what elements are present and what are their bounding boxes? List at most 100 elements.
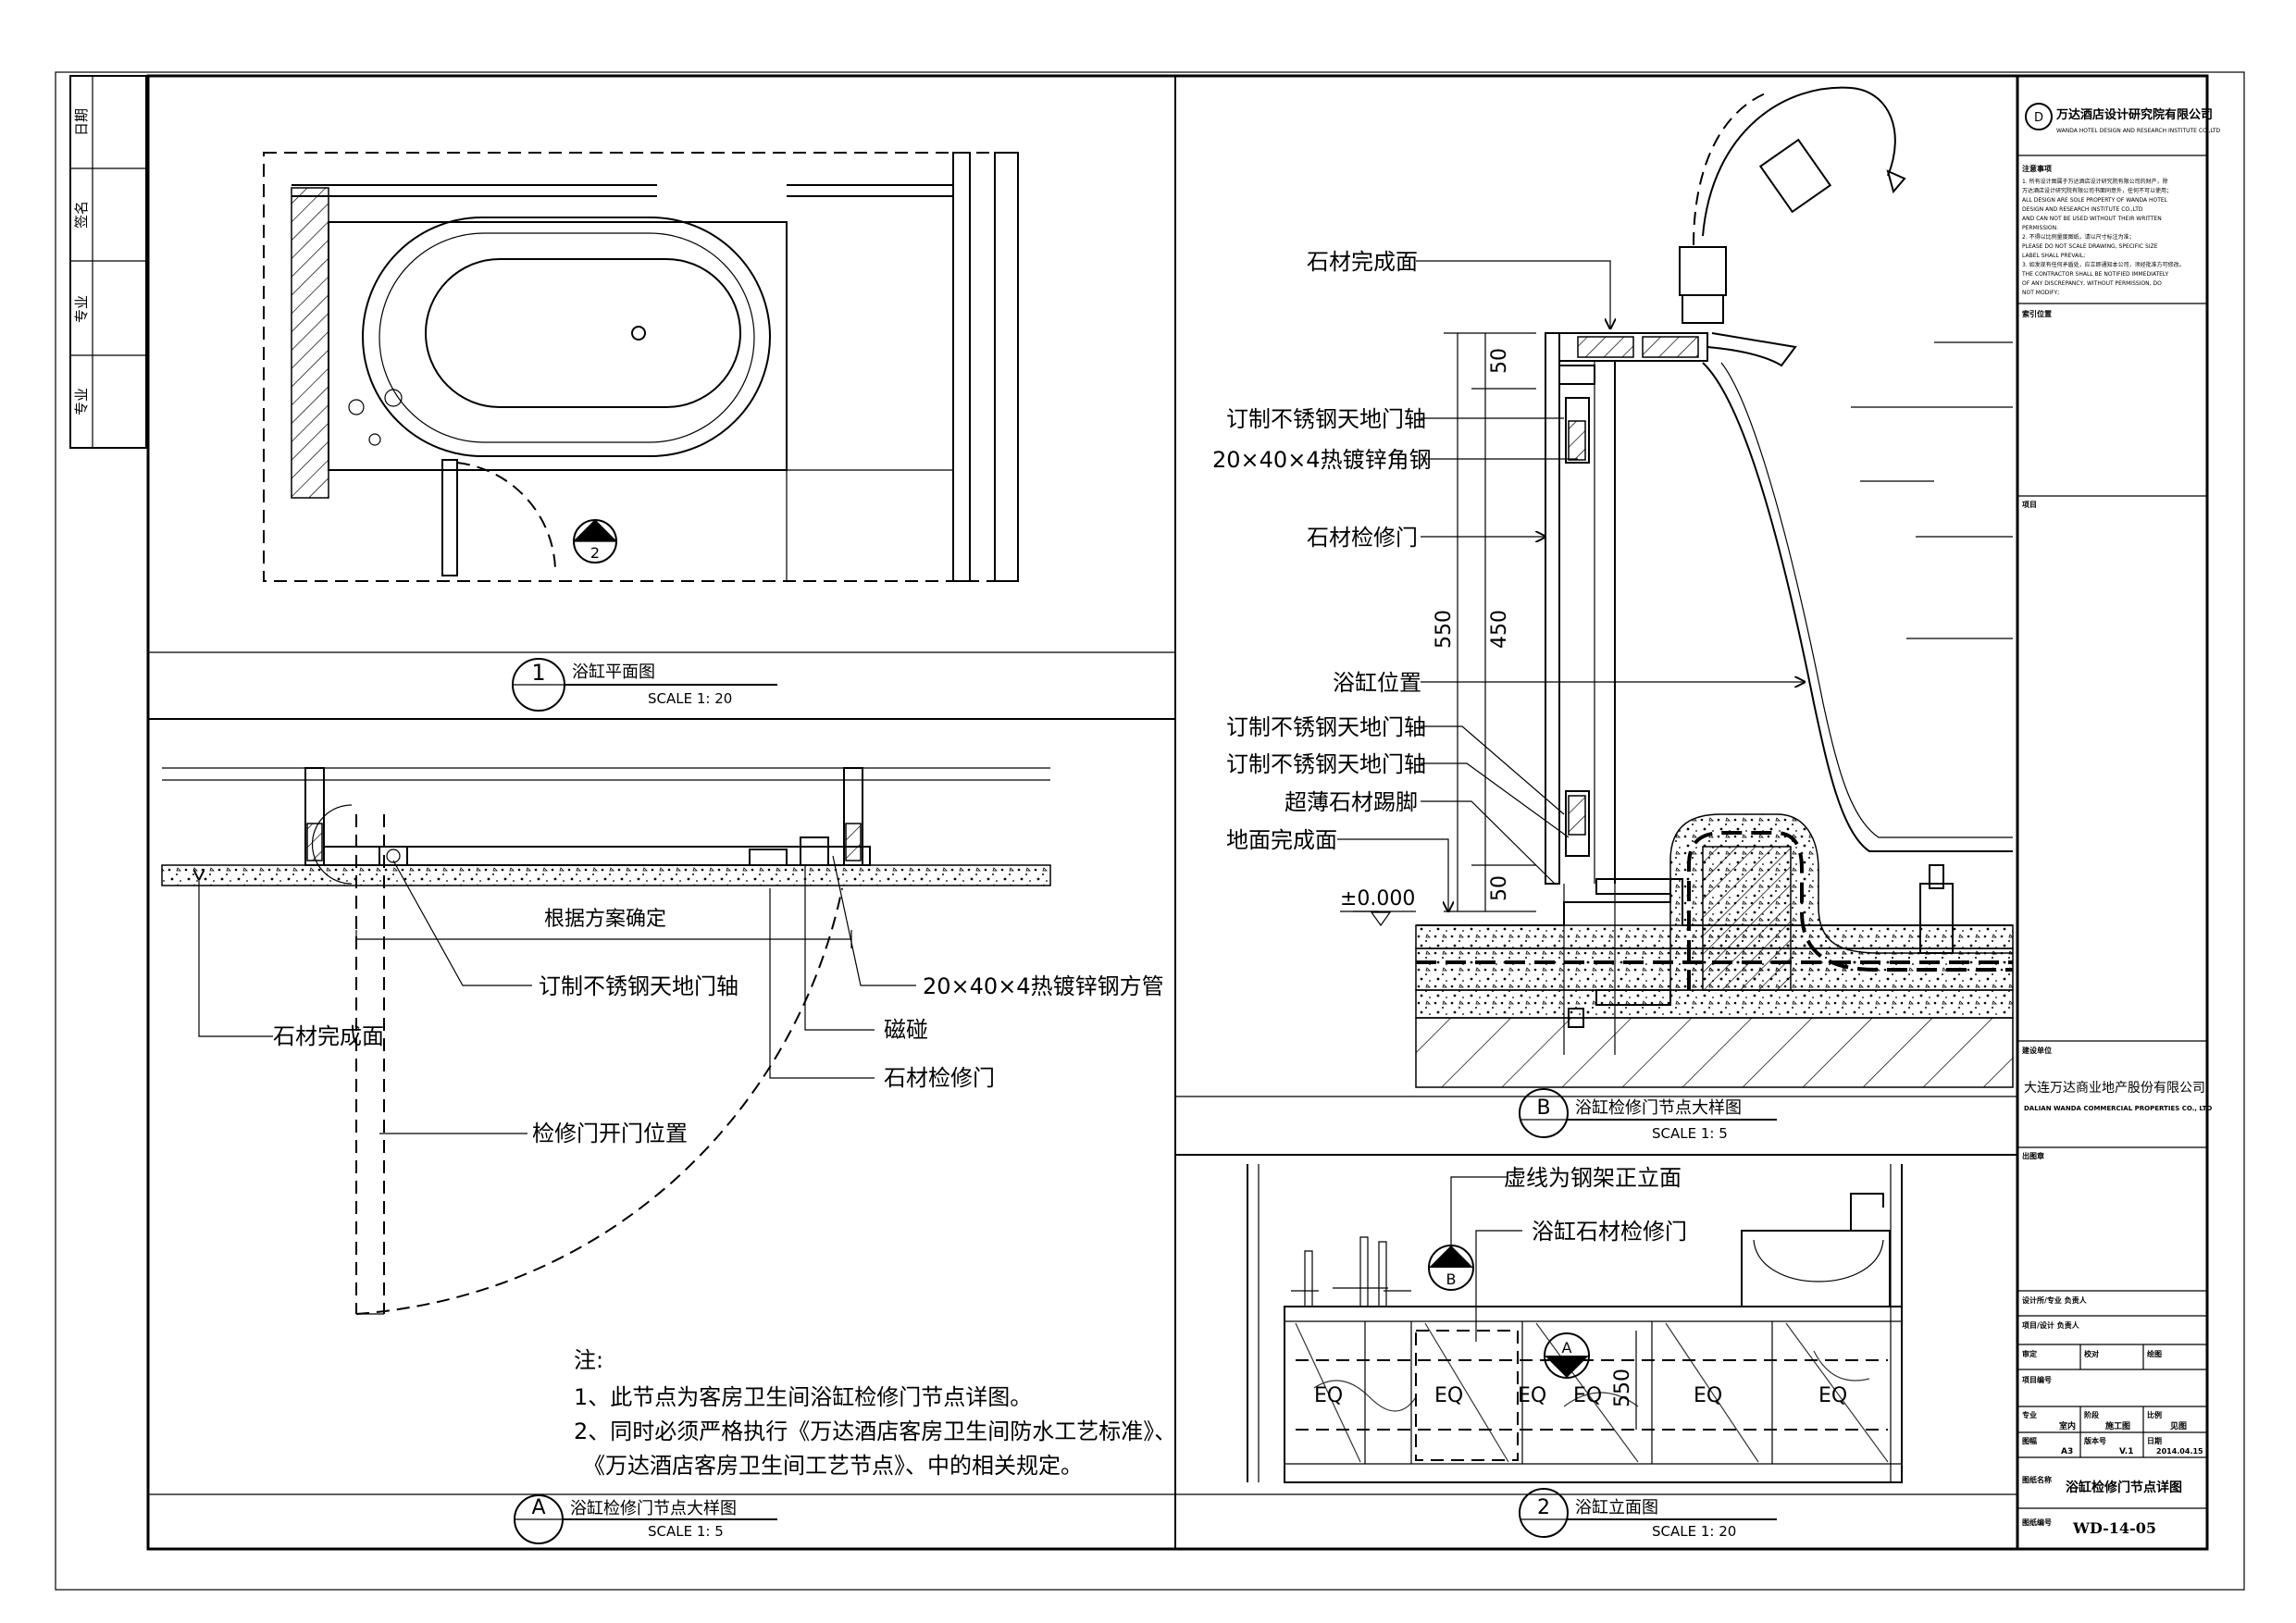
tb-key-plan: 索引位置	[2022, 309, 2052, 318]
svg-text:万达酒店设计研究院有限公司书面同意外，任何不可以使用；: 万达酒店设计研究院有限公司书面同意外，任何不可以使用；	[2022, 187, 2172, 194]
tb-ratio: 见图	[2170, 1421, 2187, 1431]
detail-b-label-pivot-1: 订制不锈钢天地门轴	[1226, 406, 1426, 432]
tb-company: 万达酒店设计研究院有限公司	[2055, 107, 2213, 122]
svg-text:B: B	[1446, 1270, 1457, 1288]
tb-review: 审定	[2022, 1349, 2037, 1358]
detail-b-number: B	[1536, 1096, 1550, 1120]
svg-text:PERMISSION.: PERMISSION.	[2022, 225, 2058, 231]
svg-text:NOT MODIFY;: NOT MODIFY;	[2022, 290, 2059, 296]
tb-client: 大连万达商业地产股份有限公司	[2024, 1081, 2205, 1096]
elev-access-door	[1415, 1330, 1519, 1461]
elev-eq-3: EQ	[1518, 1384, 1546, 1407]
plan-marker-label: 2	[590, 544, 600, 562]
svg-text:1. 所有设计图属于万达酒店设计研究院有限公司的财产，除: 1. 所有设计图属于万达酒店设计研究院有限公司的财产，除	[2022, 178, 2168, 185]
tb-version: V.1	[2119, 1447, 2134, 1456]
svg-text:D: D	[2034, 111, 2043, 125]
svg-text:LABEL SHALL PREVAIL;: LABEL SHALL PREVAIL;	[2022, 253, 2085, 259]
tb-proj-no: 项目编号	[2022, 1375, 2052, 1384]
tb-stamp: 出图章	[2022, 1151, 2044, 1160]
detail-b-label-pivot-2: 订制不锈钢天地门轴	[1226, 714, 1426, 740]
detail-a-floor	[161, 864, 1051, 886]
inner-border	[146, 74, 2209, 1551]
tb-phase: 施工图	[2105, 1420, 2130, 1431]
elevation-number: 2	[1537, 1496, 1550, 1519]
notes-line-2: 2、同时必须严格执行《万达酒店客房卫生间防水工艺标准》、	[574, 1419, 1176, 1444]
detail-a-magnet	[800, 836, 829, 866]
tb-project: 项目	[2022, 501, 2037, 509]
detail-a: 根据方案确定 订制不锈钢天地门轴 20×40×4热镀锌钢方管 石材完成面 磁碰 …	[161, 767, 1164, 1315]
svg-text:A: A	[1562, 1339, 1572, 1357]
approval-strip: 日期 签名 专业 专业	[69, 75, 147, 449]
plan-drain	[631, 326, 646, 341]
elev-label-dashed-note: 虚线为钢架正立面	[1504, 1165, 1682, 1191]
tb-check: 校对	[2084, 1349, 2099, 1358]
elev-eq-6: EQ	[1818, 1384, 1847, 1407]
tb-draw: 绘图	[2147, 1349, 2162, 1358]
plan-wall-left	[291, 187, 329, 499]
elev-eq-1: EQ	[1314, 1384, 1343, 1407]
tb-company-en: WANDA HOTEL DESIGN AND RESEARCH INSTITUT…	[2056, 128, 2221, 134]
detail-b-label-pivot-3: 订制不锈钢天地门轴	[1226, 751, 1426, 777]
tb-version-label: 版本号	[2083, 1436, 2106, 1445]
tb-date-label: 日期	[2147, 1436, 2162, 1445]
detail-a-label-pivot: 订制不锈钢天地门轴	[539, 973, 738, 999]
detail-b-title-text: 浴缸检修门节点大样图	[1575, 1097, 1742, 1118]
tb-size: A3	[2061, 1447, 2073, 1456]
plan-scale: SCALE 1: 20	[648, 690, 732, 707]
elev-eq-5: EQ	[1694, 1384, 1722, 1407]
bathtub-plan: 2 1 浴缸平面图 SCALE 1: 20	[148, 152, 1175, 712]
detail-b-label-tub-position: 浴缸位置	[1333, 670, 1421, 696]
tb-design-director: 设计所/专业 负责人	[2022, 1295, 2088, 1305]
tb-drawing-name-label: 图纸名称	[2022, 1475, 2052, 1484]
detail-b-label-skirting: 超薄石材踢脚	[1285, 789, 1418, 815]
detail-a-label-magnet: 磁碰	[884, 1017, 928, 1043]
notes-heading: 注:	[574, 1347, 603, 1373]
company-logo	[2025, 103, 2053, 130]
detail-a-label-door-open: 检修门开门位置	[532, 1121, 688, 1146]
elevation-title: 2 浴缸立面图 SCALE 1: 20	[1175, 1488, 2017, 1540]
elev-marker-b: B	[1428, 1245, 1474, 1291]
detail-a-label-steel-tube: 20×40×4热镀锌钢方管	[923, 973, 1164, 999]
tb-date: 2014.04.15	[2156, 1447, 2203, 1456]
plan-tub-rim	[362, 217, 771, 457]
svg-text:AND CAN NOT BE USED WITHOUT TH: AND CAN NOT BE USED WITHOUT THEIR WRITTE…	[2022, 216, 2162, 222]
tb-discipline: 室内	[2059, 1420, 2076, 1431]
detail-b-tub-wall	[1702, 362, 2013, 852]
tb-drawing-no-label: 图纸编号	[2022, 1518, 2052, 1527]
detail-b-label-angle-steel: 20×40×4热镀锌角钢	[1212, 447, 1432, 473]
tb-discipline-label: 专业	[2022, 1410, 2037, 1419]
svg-text:3. 如发现有任何矛盾处，应立即通知本公司，须经批准方可修改: 3. 如发现有任何矛盾处，应立即通知本公司，须经批准方可修改。	[2022, 261, 2185, 268]
tb-drawing-name: 浴缸检修门节点详图	[2066, 1480, 2182, 1495]
detail-a-door-panel	[323, 846, 871, 866]
detail-b-label-stone-door: 石材检修门	[1307, 525, 1418, 551]
svg-text:ALL DESIGN ARE SOLE PROPERTY O: ALL DESIGN ARE SOLE PROPERTY OF WANDA HO…	[2022, 197, 2168, 204]
detail-b-label-stone-finish: 石材完成面	[1307, 249, 1418, 275]
detail-b-scale: SCALE 1: 5	[1652, 1125, 1728, 1142]
notes-line-3: 《万达酒店客房卫生间工艺节点》、中的相关规定。	[583, 1453, 1083, 1479]
notes: 注: 1、此节点为客房卫生间浴缸检修门节点详图。 2、同时必须严格执行《万达酒店…	[574, 1347, 1176, 1479]
tb-size-label: 图幅	[2022, 1436, 2037, 1445]
detail-b-dim-50-bottom: 50	[1488, 875, 1511, 901]
plan-tub-basin	[425, 258, 741, 408]
detail-b-level: ±0.000	[1340, 887, 1415, 911]
plan-number: 1	[531, 660, 545, 686]
tb-notice-title: 注意事项	[2022, 164, 2052, 173]
detail-a-label-stone-finish: 石材完成面	[273, 1023, 384, 1049]
elev-eq-2: EQ	[1434, 1384, 1463, 1407]
svg-text:OF ANY DISCREPANCY, WITHOUT PE: OF ANY DISCREPANCY, WITHOUT PERMISSION, …	[2022, 280, 2162, 287]
detail-a-dim-label: 根据方案确定	[544, 908, 666, 931]
bathtub-elevation: EQ EQ EQ EQ EQ EQ 550 B A 虚线为钢架正立面	[1247, 1164, 1903, 1483]
tb-phase-label: 阶段	[2084, 1410, 2099, 1419]
detail-a-number: A	[531, 1496, 545, 1519]
elev-marker-a: A	[1544, 1332, 1590, 1379]
strip-label-sign: 签名	[73, 201, 90, 229]
elev-label-stone-door: 浴缸石材检修门	[1532, 1219, 1687, 1245]
tb-drawing-no: WD-14-05	[2072, 1519, 2156, 1537]
outer-border	[55, 71, 2245, 1591]
detail-b-dim-50-top: 50	[1488, 348, 1511, 374]
detail-a-steel-tube	[749, 849, 788, 866]
plan-title: 浴缸平面图	[572, 662, 655, 682]
detail-a-label-stone-door: 石材检修门	[884, 1065, 995, 1091]
strip-label-discipline-2: 专业	[73, 388, 90, 415]
